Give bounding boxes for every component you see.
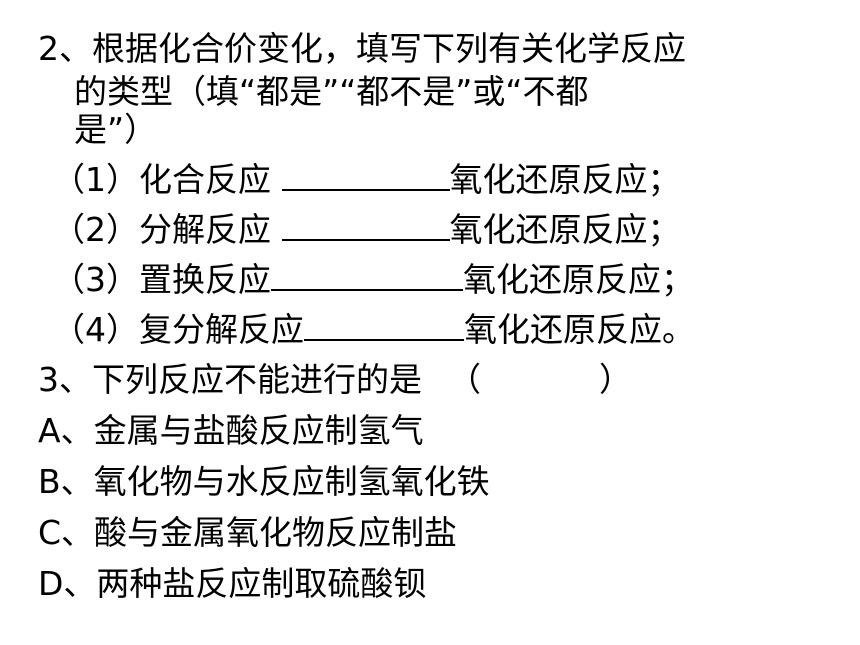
q2-item-3-prefix: （3）置换反应 xyxy=(52,260,271,299)
q2-item-2-suffix: 氧化还原反应； xyxy=(449,210,681,249)
q3-stem: 3、下列反应不能进行的是 （ ） xyxy=(38,362,632,398)
option-d: D、两种盐反应制取硫酸钡 xyxy=(38,564,427,603)
option-c: C、酸与金属氧化物反应制盐 xyxy=(38,513,458,552)
q2-item-2-prefix: （2）分解反应 xyxy=(52,210,282,249)
answer-blank-4[interactable] xyxy=(304,313,464,341)
option-a: A、金属与盐酸反应制氢气 xyxy=(38,411,424,450)
answer-blank-3[interactable] xyxy=(271,263,463,291)
q2-line-3: 是”） xyxy=(74,110,158,149)
q2-line-2: 的类型（填“都是”“都不是”或“不都 xyxy=(74,72,589,111)
q2-item-1-suffix: 氧化还原反应； xyxy=(449,160,681,199)
q2-item-1: （1）化合反应 氧化还原反应； xyxy=(52,162,681,198)
q2-item-4-suffix: 氧化还原反应。 xyxy=(464,310,695,349)
answer-blank-2[interactable] xyxy=(281,213,450,241)
q3-paren-open: （ xyxy=(448,360,481,399)
q3-stem-text: 3、下列反应不能进行的是 xyxy=(38,360,422,399)
q2-item-3: （3）置换反应 氧化还原反应； xyxy=(52,262,694,298)
q2-line-1: 2、根据化合价变化，填写下列有关化学反应 xyxy=(38,29,686,68)
q2-item-2: （2）分解反应 氧化还原反应； xyxy=(52,212,681,248)
q3-paren-close: ） xyxy=(599,360,632,399)
q2-item-3-suffix: 氧化还原反应； xyxy=(463,260,694,299)
q2-item-4-prefix: （4）复分解反应 xyxy=(52,310,304,349)
q2-item-1-prefix: （1）化合反应 xyxy=(52,160,282,199)
option-b: B、氧化物与水反应制氢氧化铁 xyxy=(38,462,490,501)
q2-item-4: （4）复分解反应 氧化还原反应。 xyxy=(52,312,695,348)
answer-blank-1[interactable] xyxy=(281,163,450,191)
